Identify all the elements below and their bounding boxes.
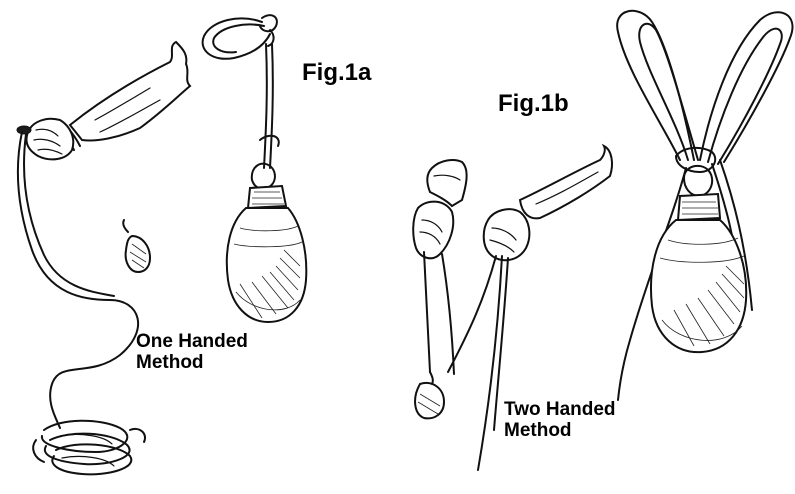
left-hand-two (413, 202, 453, 259)
one-handed-rope (18, 132, 138, 428)
two-handed-caption-line2: Method (504, 421, 616, 442)
top-knot (260, 15, 277, 46)
one-handed-caption-line1: One Handed (136, 332, 248, 353)
fig-1a-label: Fig.1a (302, 60, 371, 86)
fig-1b-weight (617, 11, 792, 400)
two-handed-rope-left (424, 252, 430, 372)
big-loop-left (617, 11, 694, 160)
fig-1b-label: Fig.1b (498, 91, 569, 117)
rope-coils (33, 421, 145, 475)
one-handed-caption: One Handed Method (136, 332, 248, 373)
fig-1a-weight (203, 15, 307, 322)
right-arm-upper (520, 146, 612, 218)
fig-1a-collar (248, 186, 286, 208)
two-handed-caption: Two Handed Method (504, 400, 616, 441)
small-throw-weight (126, 236, 150, 272)
left-arm-upper (427, 160, 466, 206)
fig-1b-bag (651, 220, 746, 352)
hanging-rope (264, 44, 273, 168)
one-handed-caption-line2: Method (136, 353, 248, 374)
left-arm-sleeve (70, 42, 190, 141)
left-fist (26, 119, 73, 160)
two-handed-rope-right (448, 256, 496, 372)
fig-1b-collar (678, 194, 720, 220)
two-handed-caption-line1: Two Handed (504, 400, 616, 421)
small-weight-two (415, 383, 444, 418)
right-hand-two (484, 209, 530, 260)
one-handed-figure (17, 42, 190, 474)
